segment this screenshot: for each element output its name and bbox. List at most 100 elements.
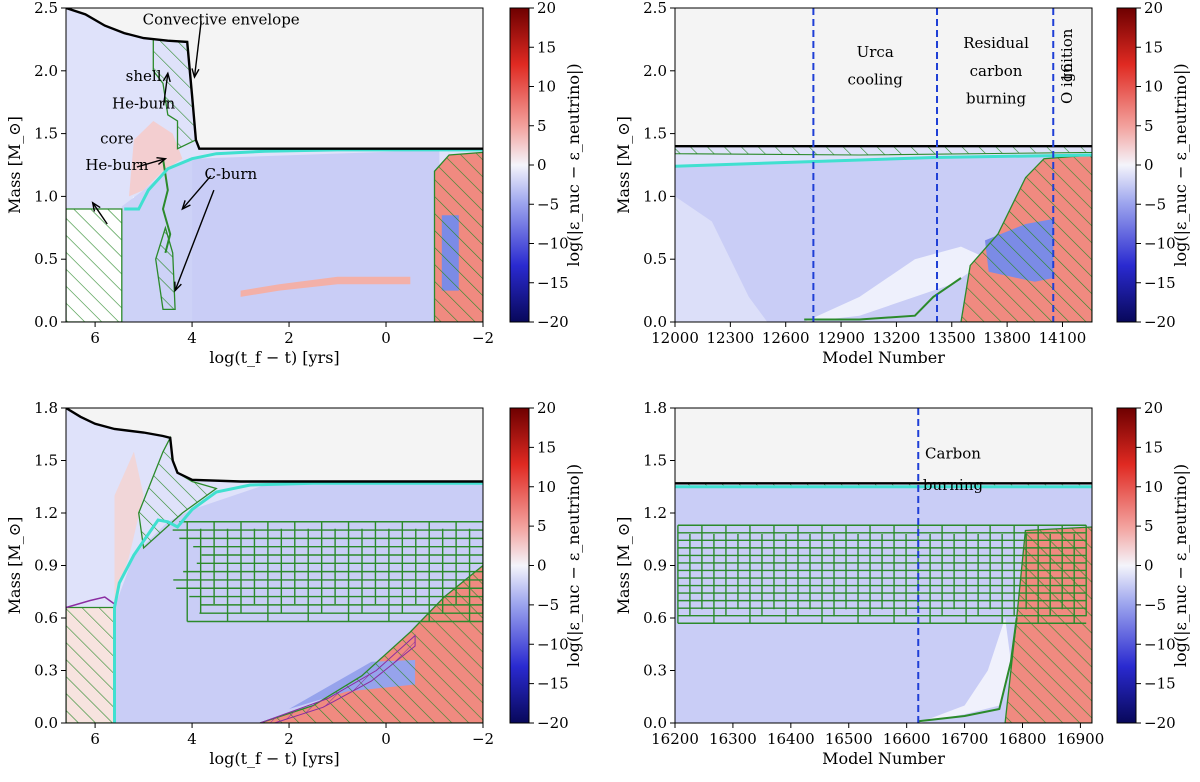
annotation-0-convective-envelope: Convective envelope (143, 10, 300, 28)
x-tick-label-6-16800: 16800 (999, 730, 1047, 748)
colorbar-tick-3-5: 5 (537, 117, 547, 135)
y-tick-label-5-1-5: 1.5 (34, 452, 58, 470)
y-tick-label-2-1-0: 1.0 (643, 187, 667, 205)
y-tick-label-3-0-9: 0.9 (34, 557, 58, 575)
shell-burning-glow (114, 451, 144, 601)
annotation-arrowhead (181, 200, 191, 211)
colorbar-tick-2-10: 10 (1144, 478, 1163, 496)
flame-front-glow (918, 618, 1011, 723)
x-tick-label-2-16400: 16400 (767, 730, 815, 748)
colorbar-tick-1-15: 15 (537, 38, 556, 56)
x-tick-label-0-6: 6 (90, 730, 100, 748)
annotation-arrowhead (91, 201, 101, 212)
colorbar-tick-5-5: −5 (537, 596, 559, 614)
y-tick-label-3-1-5: 1.5 (643, 125, 667, 143)
y-tick-label-5-2-5: 2.5 (34, 0, 58, 17)
colorbar-tick-6-10: −10 (1144, 635, 1176, 653)
colorbar-tick-0-20: 20 (537, 0, 556, 17)
colorbar-label: log(|ε_nuc − ε_neutrino|) (564, 464, 583, 667)
flame-grid (677, 524, 1087, 624)
colorbar-tick-3-5: 5 (1144, 517, 1154, 535)
y-tick-label-0-0-0: 0.0 (34, 313, 58, 331)
x-tick-label-7-14100: 14100 (1039, 329, 1087, 347)
x-axis-label: Model Number (822, 348, 945, 367)
colorbar-label: log(|ε_nuc − ε_neutrino|) (564, 63, 583, 266)
colorbar-tick-0-20: 20 (537, 399, 556, 417)
y-axis-label: Mass [M_⊙] (5, 517, 24, 615)
colorbar-tick-1-15: 15 (1144, 38, 1163, 56)
x-tick-label-4-2: −2 (472, 730, 494, 748)
colorbar (509, 7, 530, 323)
x-tick-label-3-0: 0 (381, 730, 391, 748)
x-tick-label-6-13800: 13800 (983, 329, 1031, 347)
exterior-region (675, 8, 1092, 147)
colorbar-tick-6-10: −10 (537, 635, 569, 653)
flame-front-trace (918, 617, 1018, 723)
colorbar-tick-8-20: −20 (537, 313, 569, 331)
hatched-envelope-strip (675, 145, 1092, 156)
annotation-2-he-burn: He-burn (112, 94, 175, 112)
y-tick-label-3-0-9: 0.9 (643, 557, 667, 575)
colorbar-tick-6-10: −10 (537, 235, 569, 253)
colorbar-tick-0-20: 20 (1144, 0, 1163, 17)
x-tick-label-3-0: 0 (381, 329, 391, 347)
urca-shell (804, 246, 989, 322)
hatched-c-burn-pocket (155, 225, 176, 311)
x-tick-label-5-13500: 13500 (928, 329, 976, 347)
annotation-arrow (92, 202, 108, 225)
y-tick-label-4-1-2: 1.2 (34, 504, 58, 522)
y-axis-label: Mass [M_⊙] (614, 116, 633, 214)
colorbar-tick-2-10: 10 (537, 478, 556, 496)
y-tick-label-4-1-2: 1.2 (643, 504, 667, 522)
c-burn-flame (240, 276, 411, 297)
x-tick-label-3-12900: 12900 (817, 329, 865, 347)
y-tick-label-4-2-0: 2.0 (34, 62, 58, 80)
annotation-3-core: core (100, 130, 134, 148)
colorbar-tick-5-5: −5 (1144, 195, 1166, 213)
annotation-3-carbon: carbon (970, 62, 1023, 80)
colorbar-label: log(|ε_nuc − ε_neutrino|) (1171, 464, 1190, 667)
colorbar-tick-5-5: −5 (1144, 596, 1166, 614)
y-tick-label-5-1-5: 1.5 (643, 452, 667, 470)
y-tick-label-5-2-5: 2.5 (643, 0, 667, 17)
annotation-arrow (193, 21, 202, 78)
colorbar (1116, 7, 1137, 323)
hatched-late-core (433, 151, 483, 322)
annotation-0-urca: Urca (857, 43, 894, 61)
hatched-burning-zone (960, 154, 1092, 322)
colorbar-tick-7-15: −15 (537, 675, 569, 693)
plot-area-top-left (66, 8, 483, 322)
annotation-arrowhead (174, 281, 182, 293)
colorbar-label: log(|ε_nuc − ε_neutrino|) (1171, 63, 1190, 266)
degenerate-core (675, 486, 1092, 723)
x-tick-label-1-4: 4 (187, 329, 197, 347)
annotation-5-c-burn: C-burn (205, 165, 258, 183)
x-tick-label-0-16200: 16200 (651, 730, 699, 748)
hatched-convective-core (66, 606, 116, 723)
colorbar-tick-1-15: 15 (1144, 438, 1163, 456)
x-tick-label-4-13200: 13200 (873, 329, 921, 347)
core-boundary-line (113, 481, 483, 723)
purple-core-edge (66, 596, 115, 609)
x-tick-label-7-16900: 16900 (1057, 730, 1105, 748)
axes-frame (65, 7, 484, 323)
y-tick-label-2-1-0: 1.0 (34, 187, 58, 205)
annotation-o-ignition: O ignition (1058, 28, 1076, 104)
colorbar-tick-2-10: 10 (1144, 78, 1163, 96)
y-tick-label-1-0-5: 0.5 (643, 250, 667, 268)
annotation-arrowhead (162, 71, 171, 83)
colorbar-tick-6-10: −10 (1144, 235, 1176, 253)
urca-front (804, 277, 962, 321)
exterior-region (675, 408, 1092, 484)
x-axis-label: Model Number (822, 749, 945, 768)
x-tick-label-2-2: 2 (284, 730, 294, 748)
colorbar-tick-7-15: −15 (1144, 274, 1176, 292)
colorbar (1116, 407, 1137, 724)
colorbar-tick-2-10: 10 (537, 78, 556, 96)
x-tick-label-4-2: −2 (472, 329, 494, 347)
y-tick-label-0-0-0: 0.0 (34, 714, 58, 732)
c-burn-shell-trace (161, 158, 172, 254)
annotation-1-burning: burning (923, 476, 984, 494)
